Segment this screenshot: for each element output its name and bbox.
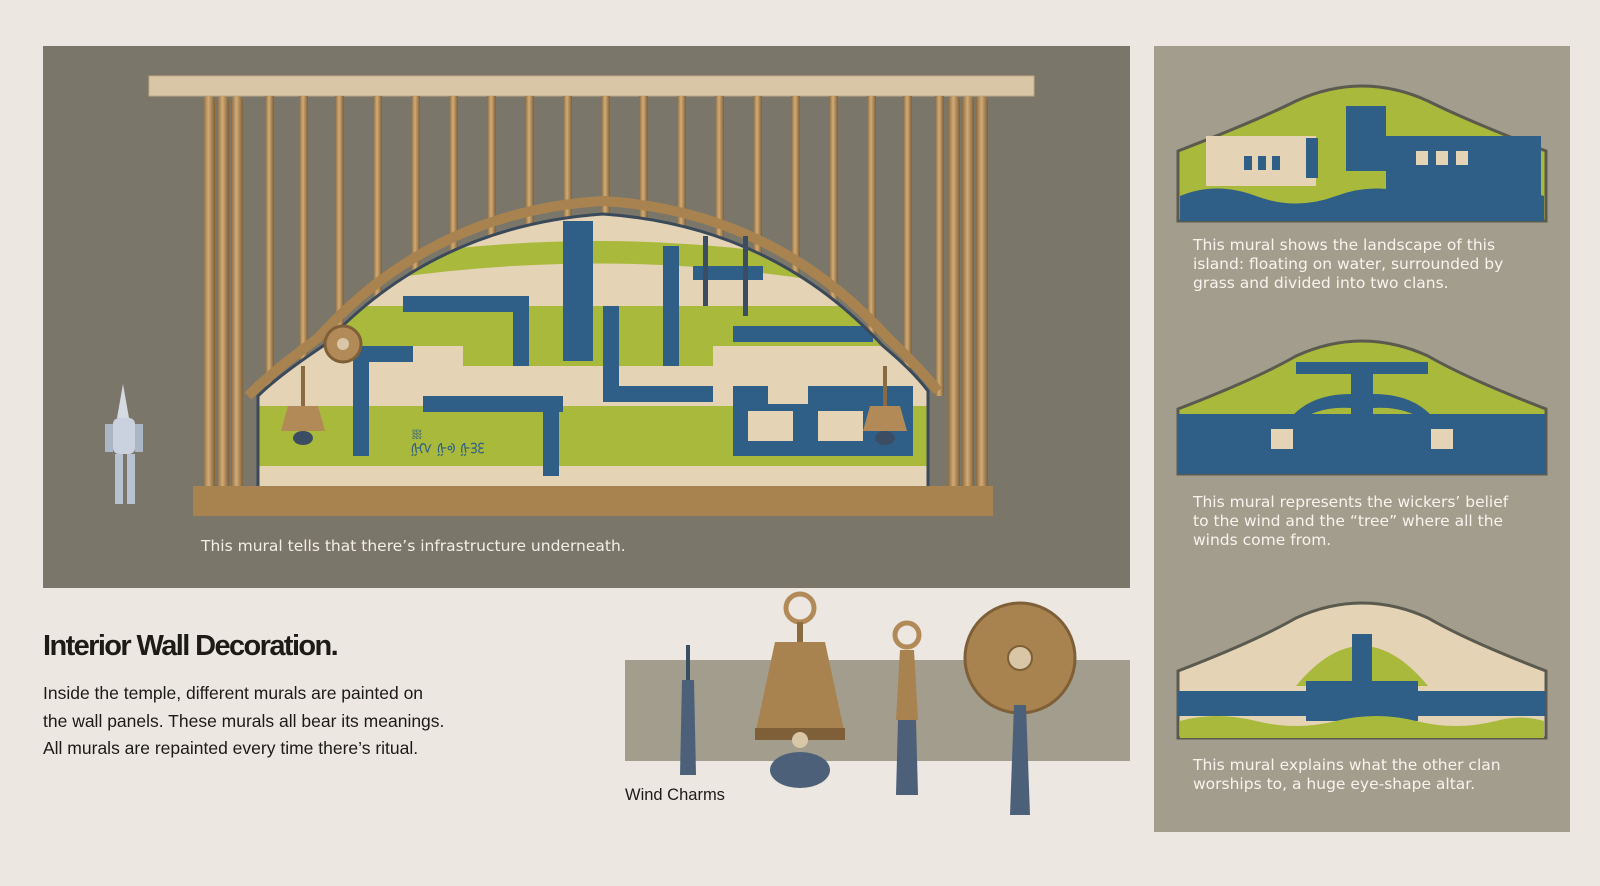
top-beam (148, 75, 1035, 97)
main-mural-panel: ᢔᢆᢉ ᢔᢀ ᢔᢃᢄ Th (43, 46, 1130, 588)
main-mural-illustration: ᢔᢆᢉ ᢔᢀ ᢔᢃᢄ (105, 75, 1035, 516)
section-title: Interior Wall Decoration. (43, 630, 339, 662)
right-bell-charm (863, 366, 907, 445)
wind-tree-mural-caption: This mural represents the wickers’ belie… (1193, 493, 1509, 549)
ring-tassel-charm (892, 620, 922, 795)
landscape-mural (1176, 84, 1548, 223)
altar-mural (1176, 601, 1548, 740)
tassel-charm (680, 645, 696, 775)
hanging-disc-charm (323, 324, 363, 364)
bell-charm (755, 591, 845, 788)
character-figure (105, 384, 143, 504)
wicker-bars (265, 96, 944, 396)
main-mural-caption: This mural tells that there’s infrastruc… (201, 537, 626, 555)
arch-frame (244, 195, 942, 400)
right-pillar (948, 96, 988, 516)
side-mural-panel: This mural shows the landscape of this i… (1154, 46, 1570, 832)
wind-charms-label: Wind Charms (625, 786, 725, 804)
left-bell-charm (281, 366, 325, 445)
landscape-mural-caption: This mural shows the landscape of this i… (1193, 236, 1504, 292)
hanging-tassels (703, 236, 748, 316)
left-pillar (203, 96, 243, 516)
wind-charms-illustration (680, 591, 1077, 815)
section-description: Inside the temple, different murals are … (43, 683, 445, 758)
wicker-base (193, 486, 993, 516)
altar-mural-caption: This mural explains what the other clan … (1193, 756, 1501, 793)
disc-charm (963, 601, 1077, 815)
wind-tree-mural (1176, 339, 1548, 476)
